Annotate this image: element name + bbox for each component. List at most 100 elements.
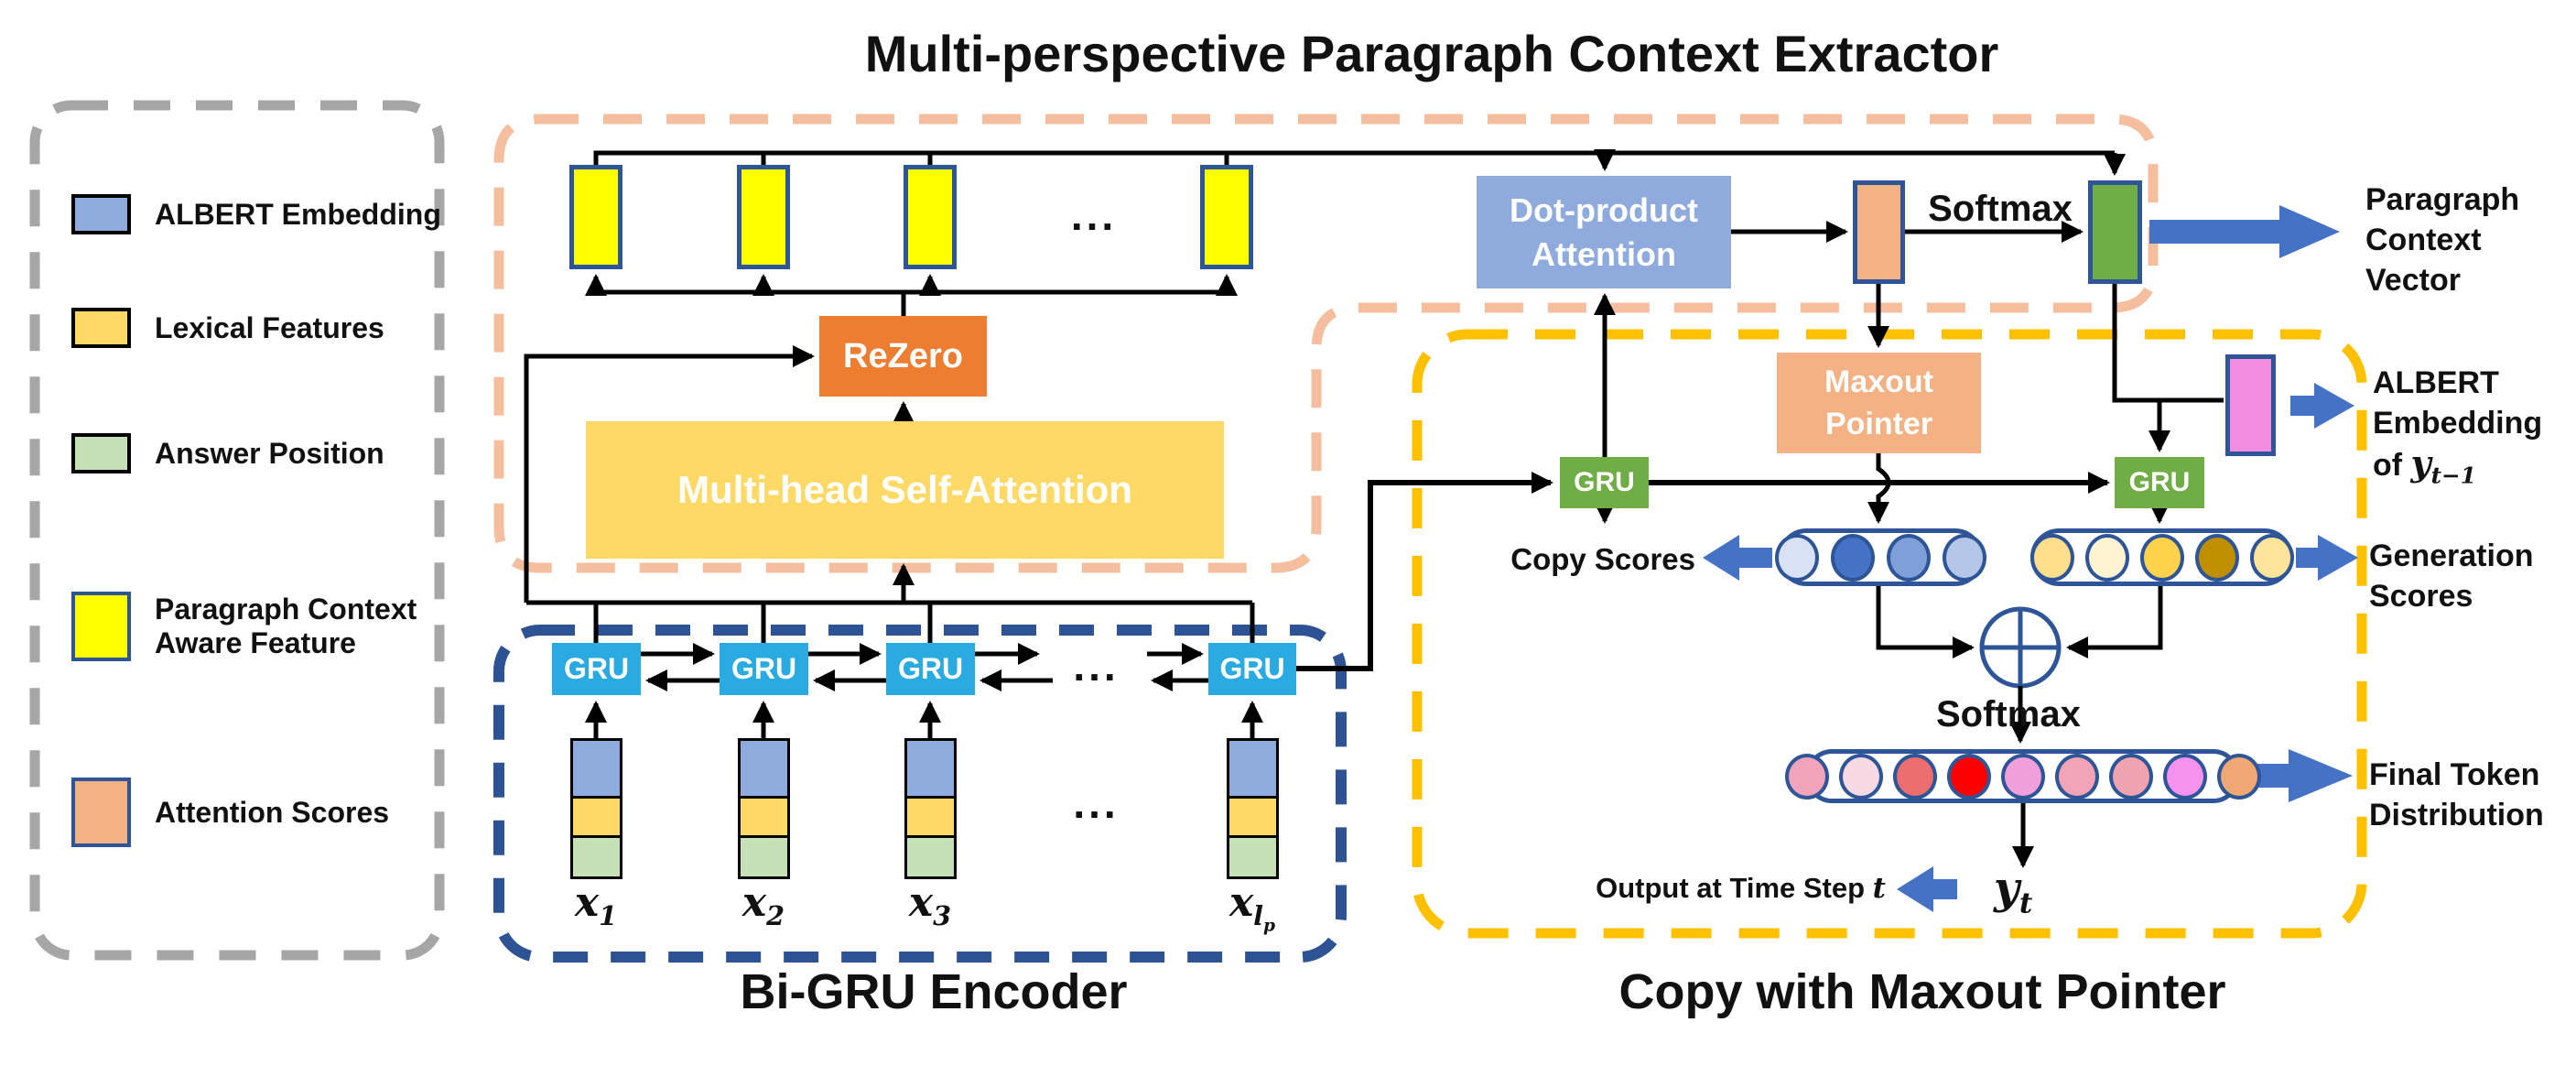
albert-embedding-swatch bbox=[71, 194, 131, 234]
label-line: Distribution bbox=[2369, 798, 2544, 832]
encoder-section-title: Bi-GRU Encoder bbox=[740, 964, 1128, 1019]
x-sub: l bbox=[1253, 899, 1264, 931]
input-label-xlp: xlp bbox=[1202, 879, 1303, 936]
feature-stack-1 bbox=[570, 738, 622, 879]
final-distribution-capsule bbox=[1784, 749, 2261, 803]
label-line: Scores bbox=[2369, 579, 2473, 614]
lexical-features-segment bbox=[904, 796, 957, 838]
albert-embedding-arrow bbox=[2290, 383, 2354, 429]
feature-stack-2 bbox=[738, 738, 790, 879]
answer-position-segment bbox=[570, 835, 622, 879]
input-label-x3: x3 bbox=[884, 879, 976, 931]
maxout-pointer-node: Maxout Pointer bbox=[1777, 353, 1981, 453]
score-ellipse bbox=[2029, 533, 2074, 582]
rezero-node: ReZero bbox=[819, 316, 987, 397]
score-ellipse bbox=[2000, 753, 2045, 800]
y-base: y bbox=[1994, 863, 2019, 914]
context-vector-bar bbox=[2088, 180, 2142, 284]
score-ellipse bbox=[2108, 753, 2153, 800]
albert-embedding-segment bbox=[738, 738, 790, 799]
output-arrow bbox=[1897, 866, 1957, 912]
x-sub: 2 bbox=[766, 899, 785, 931]
score-ellipse bbox=[1831, 533, 1875, 582]
x-base: x bbox=[908, 879, 934, 926]
dot-product-attention-line1: Dot-product bbox=[1510, 190, 1698, 229]
x-sub: 3 bbox=[933, 899, 952, 931]
albert-embedding-segment bbox=[1227, 738, 1279, 799]
final-distribution-arrow bbox=[2250, 749, 2353, 802]
final-token-distribution-label: Final Token Distribution bbox=[2369, 755, 2576, 835]
legend-label: Lexical Features bbox=[155, 310, 384, 344]
dot-product-attention-line2: Attention bbox=[1532, 234, 1676, 273]
score-ellipse bbox=[1775, 533, 1819, 582]
main-title: Multi-perspective Paragraph Context Extr… bbox=[864, 25, 1999, 82]
score-ellipse bbox=[1887, 533, 1931, 582]
generation-scores-arrow bbox=[2296, 535, 2358, 581]
score-ellipse bbox=[2194, 533, 2239, 582]
bars-ellipsis: ... bbox=[1070, 191, 1118, 239]
legend-box-border bbox=[29, 100, 445, 961]
attention-scores-bar bbox=[1853, 180, 1905, 284]
output-time-step-label: Output at Time Step t bbox=[1556, 872, 1886, 905]
x-sub: 1 bbox=[599, 899, 618, 931]
answer-position-segment bbox=[904, 835, 957, 879]
encoder-gru-3: GRU bbox=[886, 643, 975, 695]
encoder-box-border bbox=[493, 625, 1347, 963]
paragraph-feature-bar-1 bbox=[569, 165, 622, 269]
legend-label: Answer Position bbox=[155, 436, 384, 470]
legend-label: ALBERT Embedding bbox=[155, 197, 441, 231]
paragraph-feature-bar-4 bbox=[1200, 165, 1253, 269]
feature-stack-3 bbox=[904, 738, 957, 879]
score-ellipse bbox=[1838, 753, 1883, 800]
score-ellipse bbox=[2054, 753, 2099, 800]
maxout-line2: Pointer bbox=[1824, 407, 1933, 441]
lexical-features-segment bbox=[738, 796, 790, 838]
x-subsub: p bbox=[1263, 916, 1276, 936]
score-ellipse bbox=[2216, 753, 2261, 800]
legend-label: Paragraph Context Aware Feature bbox=[155, 593, 417, 659]
label-line: Context bbox=[2365, 223, 2482, 257]
copy-scores-arrow bbox=[1703, 535, 1772, 581]
legend-item-attention-scores: Attention Scores bbox=[71, 778, 448, 847]
label-line: Generation bbox=[2369, 538, 2534, 573]
label-line: Vector bbox=[2365, 263, 2461, 298]
copy-box-border bbox=[1412, 329, 2367, 939]
albert-embedding-segment bbox=[904, 738, 957, 799]
maxout-line1: Maxout bbox=[1824, 364, 1933, 399]
label-line: Paragraph bbox=[2365, 182, 2520, 217]
score-ellipse bbox=[2084, 533, 2129, 582]
decoder-gru-right: GRU bbox=[2115, 457, 2204, 508]
encoder-gru-4: GRU bbox=[1208, 643, 1296, 695]
output-t: t bbox=[1872, 872, 1886, 905]
softmax-top-label: Softmax bbox=[1928, 189, 2073, 229]
feature-stack-4 bbox=[1227, 738, 1279, 879]
yt-label: yt bbox=[1994, 863, 2032, 920]
output-label-text: Output at Time Step bbox=[1596, 872, 1873, 904]
score-ellipse bbox=[1943, 533, 1986, 582]
lexical-features-segment bbox=[570, 796, 622, 838]
score-ellipse bbox=[1946, 753, 1991, 800]
answer-position-segment bbox=[1227, 835, 1279, 879]
softmax-bottom-label: Softmax bbox=[1936, 694, 2081, 734]
encoder-gru-2: GRU bbox=[720, 643, 808, 695]
score-ellipse bbox=[2162, 753, 2207, 800]
paragraph-context-vector-arrow bbox=[2149, 205, 2340, 258]
paragraph-context-vector-label: Paragraph Context Vector bbox=[2365, 180, 2572, 300]
copy-scores-capsule bbox=[1775, 528, 1986, 586]
paragraph-feature-bar-2 bbox=[737, 165, 790, 269]
albert-embedding-bar bbox=[2225, 354, 2276, 456]
score-ellipse bbox=[2249, 533, 2294, 582]
of-text: of bbox=[2373, 448, 2411, 483]
gru-ellipsis: ... bbox=[1073, 642, 1120, 690]
x-base: x bbox=[741, 879, 767, 926]
lexical-features-segment bbox=[1227, 796, 1279, 838]
score-ellipse bbox=[2139, 533, 2184, 582]
x-base: x bbox=[574, 879, 600, 926]
generation-scores-label: Generation Scores bbox=[2369, 536, 2576, 616]
legend-item-albert-embedding: ALBERT Embedding bbox=[71, 194, 448, 234]
paragraph-context-feature-swatch bbox=[71, 592, 131, 661]
generation-scores-capsule bbox=[2029, 528, 2294, 586]
answer-position-swatch bbox=[71, 433, 131, 473]
